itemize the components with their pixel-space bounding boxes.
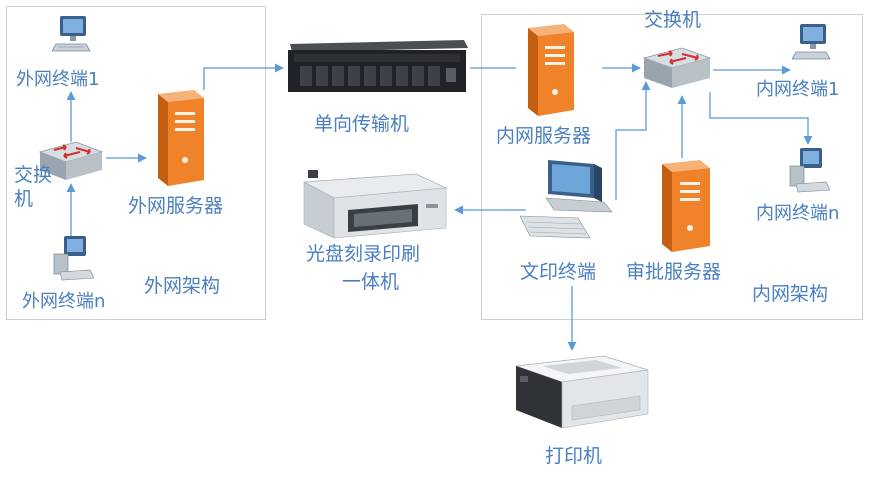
disc-printer-icon <box>302 170 448 239</box>
desktop-computer-icon <box>519 160 613 239</box>
outer-server-label: 外网服务器 <box>128 195 224 217</box>
inner-terminal1-label: 内网终端1 <box>756 79 840 100</box>
outer-terminaln-label: 外网终端n <box>22 291 106 312</box>
one-way-transfer-label: 单向传输机 <box>314 113 410 135</box>
switch-icon <box>38 141 104 180</box>
server-icon <box>528 24 574 116</box>
approval-server-label: 审批服务器 <box>626 261 722 283</box>
doc-terminal-label: 文印终端 <box>520 261 597 283</box>
inner-network-caption: 内网架构 <box>752 283 829 305</box>
desktop-computer-icon <box>789 148 831 193</box>
inner-terminaln-label: 内网终端n <box>756 203 840 224</box>
inner-server-label: 内网服务器 <box>496 125 592 147</box>
outer-switch-label: 交换机 <box>14 164 53 210</box>
monitor-icon <box>792 24 831 60</box>
switch-icon <box>642 47 712 88</box>
outer-network-caption: 外网架构 <box>144 275 221 297</box>
desktop-computer-icon <box>53 236 95 281</box>
disc-burner-label-line2: 一体机 <box>342 271 400 293</box>
server-icon <box>158 90 204 186</box>
disc-burner-label-line1: 光盘刻录印刷 <box>306 243 421 265</box>
rack-unit-icon <box>288 40 468 92</box>
printer-label: 打印机 <box>545 445 603 467</box>
wire-doc-terminal-to-switch <box>615 81 651 200</box>
wire-switch-to-inner-terminaln <box>709 92 813 145</box>
outer-terminal1-label: 外网终端1 <box>16 69 100 90</box>
monitor-icon <box>52 16 91 52</box>
inner-switch-label: 交换机 <box>644 9 702 31</box>
laser-printer-icon <box>515 355 649 429</box>
wire-outer-server-to-transfer <box>203 63 284 90</box>
server-icon <box>662 160 710 252</box>
